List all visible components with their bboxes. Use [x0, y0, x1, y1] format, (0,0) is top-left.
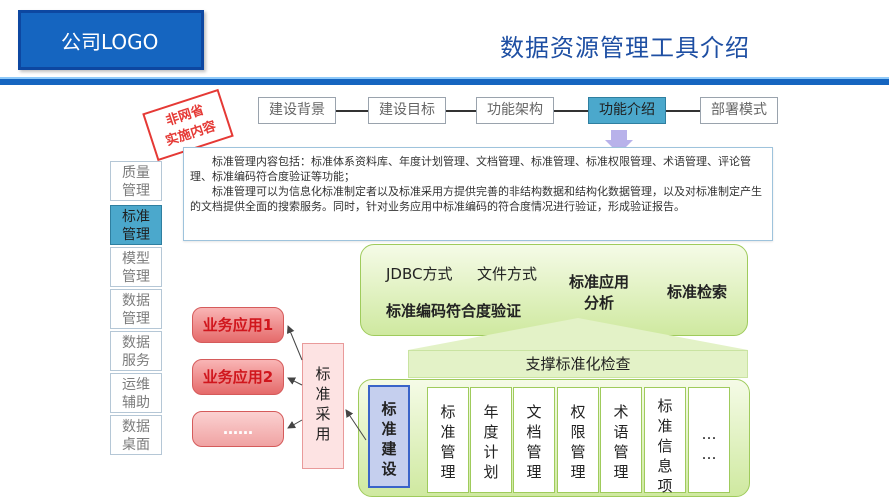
sidebar-item-label: 数据 桌面 — [122, 419, 150, 453]
description-para-2: 标准管理可以为信息化标准制定者以及标准采用方提供完善的非结构数据和结构化数据管理… — [190, 185, 762, 213]
business-app-1: 业务应用1 — [192, 307, 284, 343]
standard-adoption-label: 标 准 采 用 — [315, 365, 331, 443]
column-permission-mgmt: 权 限 管 理 — [557, 387, 599, 493]
arrow-to-app-more — [287, 419, 303, 429]
description-box: 标准管理内容包括：标准体系资料库、年度计划管理、文档管理、标准管理、标准权限管理… — [183, 147, 773, 241]
column-label: 年 度 计 划 — [483, 403, 499, 481]
step-architecture[interactable]: 功能架构 — [476, 97, 554, 124]
business-app-2: 业务应用2 — [192, 359, 284, 395]
column-standard-mgmt: 标 准 管 理 — [427, 387, 469, 493]
sidebar-item-quality[interactable]: 质量 管理 — [110, 161, 162, 201]
support-triangle — [408, 318, 748, 350]
step-deployment[interactable]: 部署模式 — [700, 97, 778, 124]
support-label: 支撑标准化检查 — [408, 350, 748, 378]
sidebar-item-label: 质量 管理 — [122, 165, 150, 199]
column-label: 权 限 管 理 — [570, 403, 586, 481]
step-features[interactable]: 功能介绍 — [588, 97, 666, 124]
sidebar-item-standard[interactable]: 标准 管理 — [110, 205, 162, 245]
sidebar-item-label: 数据 服务 — [122, 335, 150, 369]
step-goals[interactable]: 建设目标 — [368, 97, 446, 124]
standard-search: 标准检索 — [667, 283, 728, 301]
column-more: … … — [688, 387, 730, 493]
sidebar-item-service[interactable]: 数据 服务 — [110, 331, 162, 371]
analysis-line-2: 分析 — [584, 294, 615, 312]
column-label: … … — [701, 425, 717, 463]
arrow-build-to-adoption — [345, 409, 367, 441]
column-label: 标 准 信 息 项 — [657, 397, 673, 495]
column-label: 术 语 管 理 — [613, 403, 629, 481]
header-divider — [0, 77, 889, 85]
sidebar-item-label: 运维 辅助 — [122, 377, 150, 411]
column-term-mgmt: 术 语 管 理 — [600, 387, 642, 493]
standard-adoption: 标 准 采 用 — [302, 343, 344, 469]
column-info-items: 标 准 信 息 项 — [644, 387, 686, 495]
business-app-more: …… — [192, 411, 284, 447]
arrow-to-app-2 — [287, 377, 303, 386]
sidebar-item-data[interactable]: 数据 管理 — [110, 289, 162, 329]
standard-build: 标 准 建 设 — [368, 385, 410, 488]
column-document-mgmt: 文 档 管 理 — [513, 387, 555, 493]
jdbc-method: JDBC方式 — [386, 265, 453, 283]
column-annual-plan: 年 度 计 划 — [470, 387, 512, 493]
sidebar-item-ops[interactable]: 运维 辅助 — [110, 373, 162, 413]
code-verify: 标准编码符合度验证 — [386, 302, 522, 320]
page-title: 数据资源管理工具介绍 — [500, 34, 750, 62]
column-label: 文 档 管 理 — [526, 403, 542, 481]
sidebar-item-label: 标准 管理 — [122, 209, 150, 243]
analysis-line-1: 标准应用 — [569, 273, 630, 291]
sidebar-item-desktop[interactable]: 数据 桌面 — [110, 415, 162, 455]
step-background[interactable]: 建设背景 — [258, 97, 336, 124]
company-logo: 公司LOGO — [18, 10, 204, 70]
sidebar-item-label: 数据 管理 — [122, 293, 150, 327]
file-method: 文件方式 — [477, 265, 538, 283]
arrow-to-app-1 — [286, 325, 303, 361]
standard-build-label: 标 准 建 设 — [381, 400, 397, 478]
description-para-1: 标准管理内容包括：标准体系资料库、年度计划管理、文档管理、标准管理、标准权限管理… — [190, 155, 751, 183]
sidebar-item-label: 模型 管理 — [122, 251, 150, 285]
column-label: 标 准 管 理 — [440, 403, 456, 481]
sidebar-item-model[interactable]: 模型 管理 — [110, 247, 162, 287]
